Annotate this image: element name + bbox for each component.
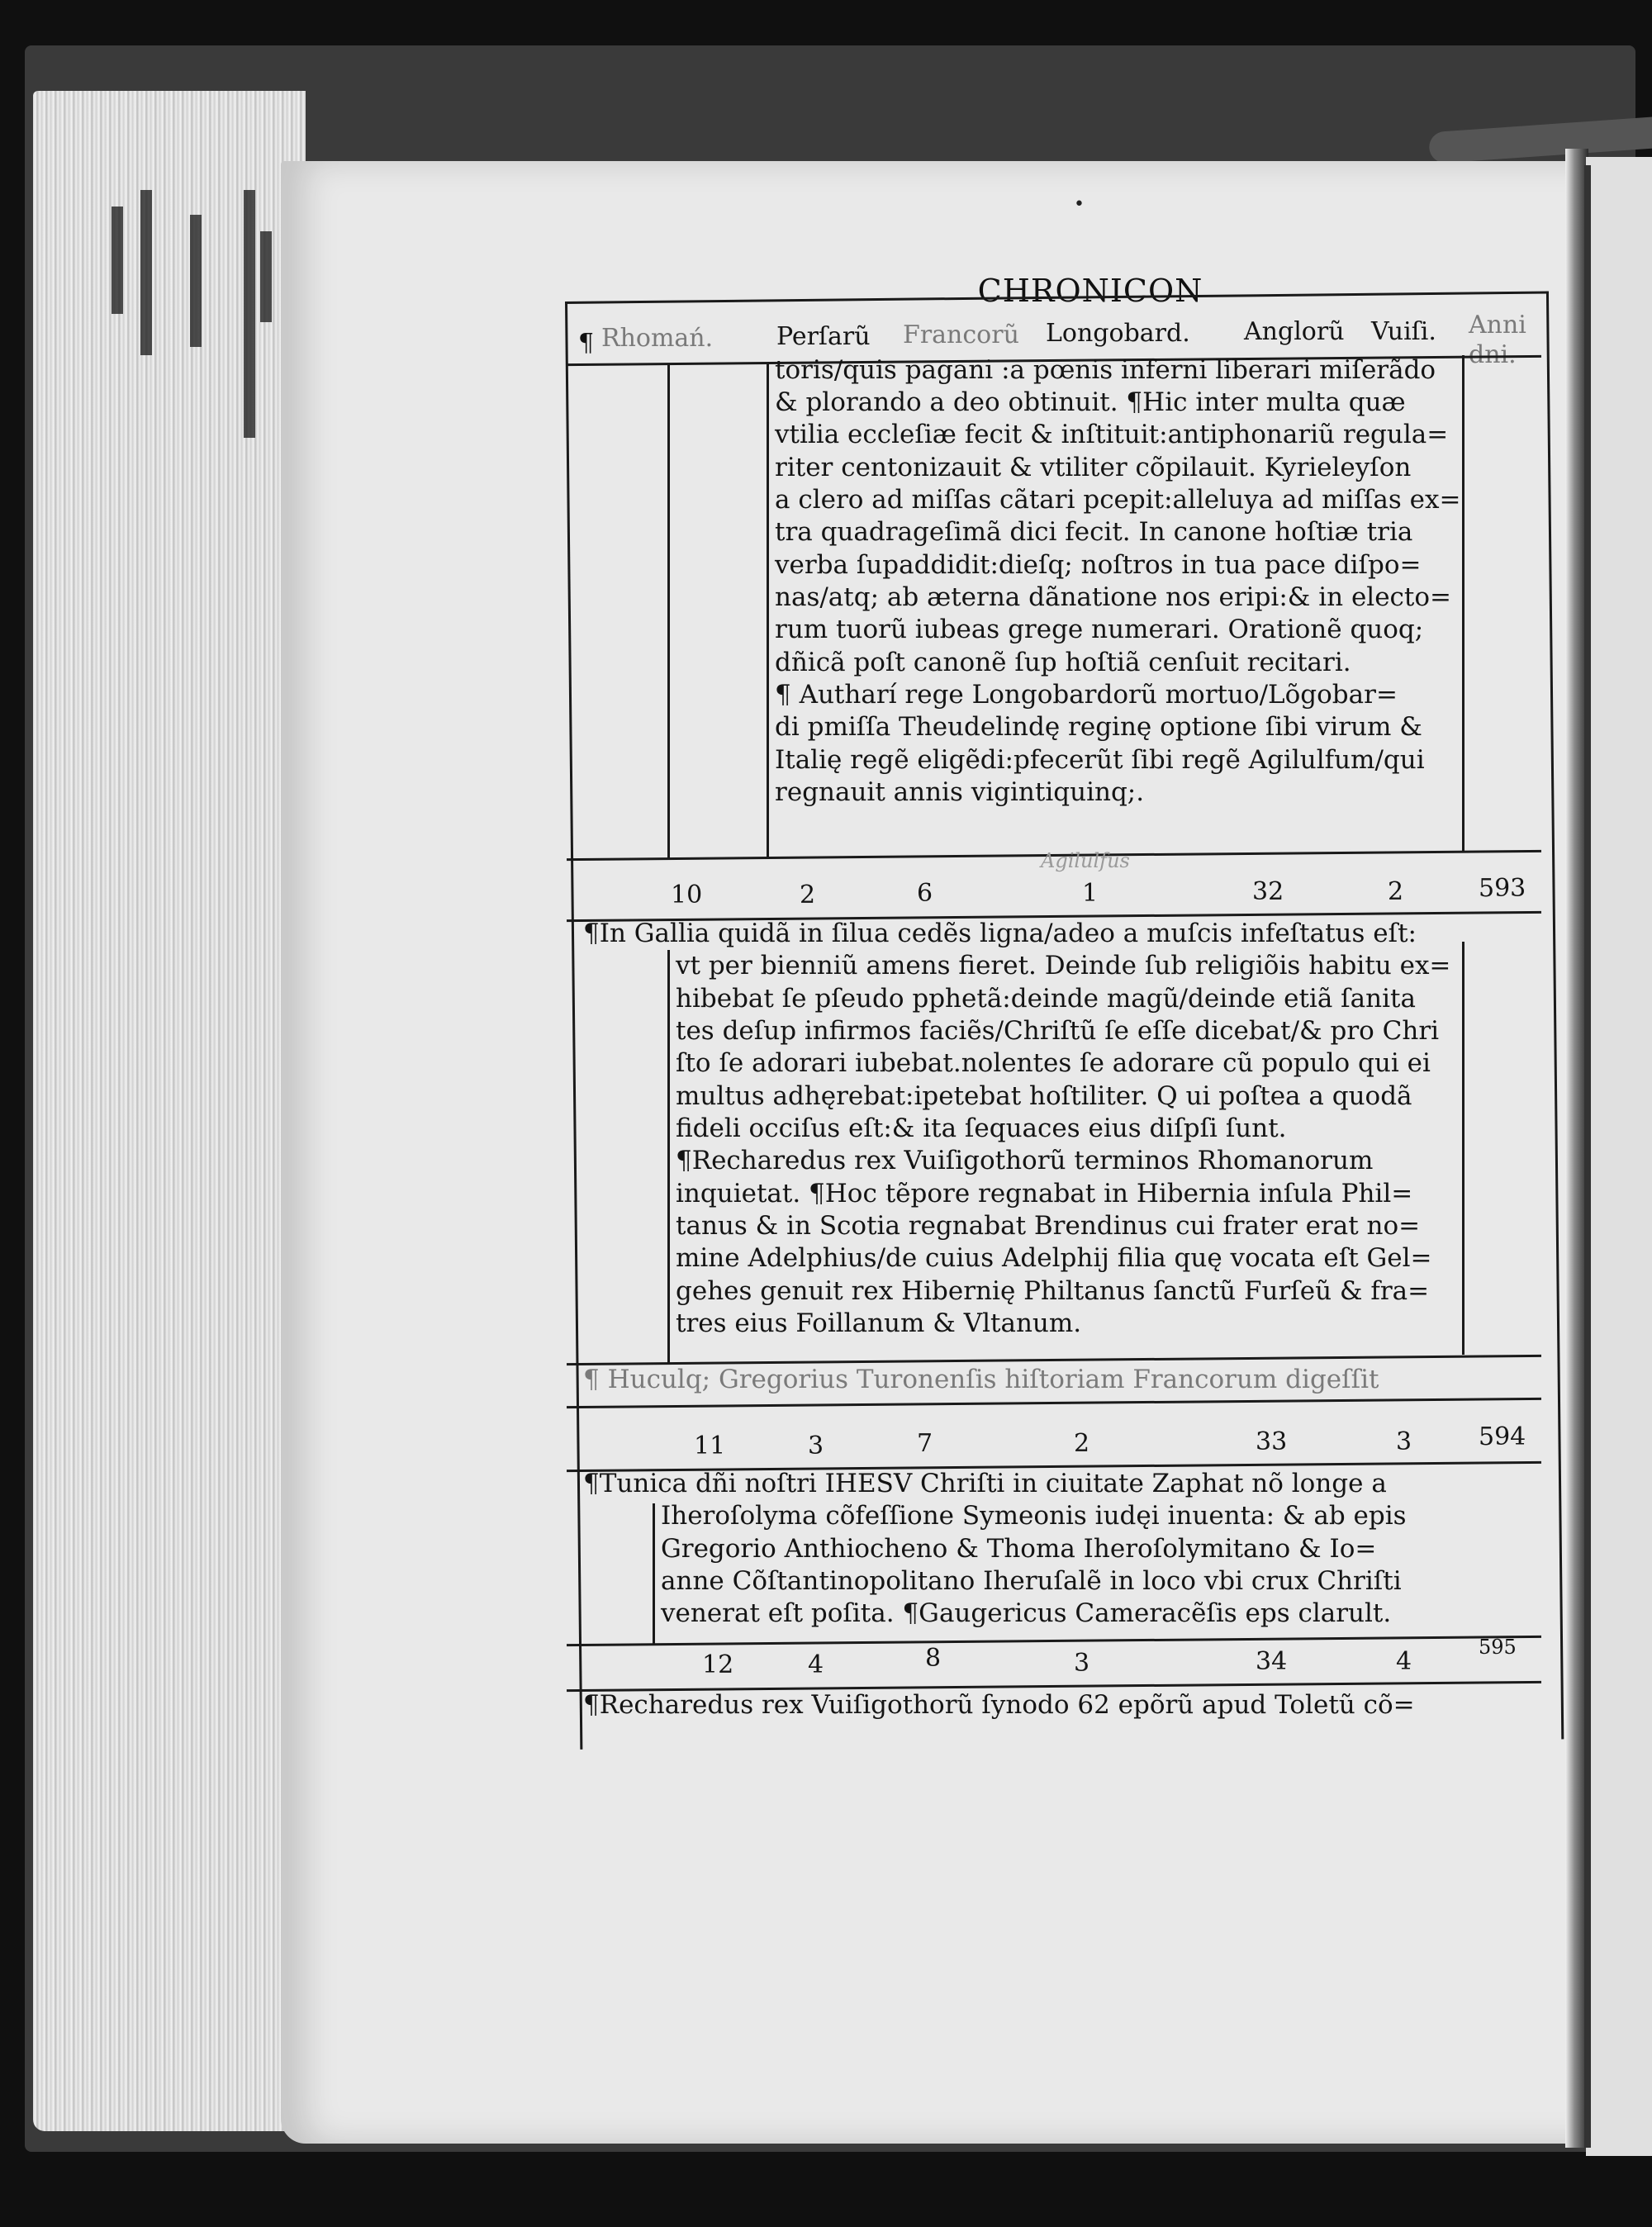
column-header-longobardorum: Longobard. bbox=[1046, 319, 1190, 348]
text-line: Italię regẽ eligẽdi:pfecerũt ſibi regẽ A… bbox=[775, 745, 1425, 775]
text-line: hibebat ſe pſeudo pphetã:deinde magũ/dei… bbox=[676, 984, 1416, 1014]
reign-anglo: 34 bbox=[1256, 1647, 1288, 1676]
edge-ink-mark bbox=[190, 215, 202, 347]
text-line: dñicã poſt canonẽ ſup hoſtiã cenſuit rec… bbox=[775, 648, 1351, 677]
text-line: ſto ſe adorari iubebat.nolentes ſe adora… bbox=[676, 1048, 1431, 1078]
reign-visigoth: 2 bbox=[1388, 877, 1404, 906]
column-header-francorum: Francorũ bbox=[903, 321, 1019, 349]
reign-anglo: 33 bbox=[1256, 1427, 1288, 1456]
text-line: ¶ Autharí rege Longobardorũ mortuo/Lõgob… bbox=[775, 680, 1398, 710]
text-line: mine Adelphius/de cuius Adelphij filia q… bbox=[676, 1243, 1432, 1273]
reign-visigoth: 4 bbox=[1396, 1647, 1412, 1676]
text-line: gehes genuit rex Hibernię Philtanus ſanc… bbox=[676, 1276, 1430, 1306]
gregorius-note: ¶ Huculq; Gregorius Turonenſis hiſtoriam… bbox=[583, 1365, 1379, 1394]
column-header-persarum: Perſarũ bbox=[776, 322, 871, 351]
reign-roman: 10 bbox=[671, 881, 703, 909]
text-line: ¶Recharedus rex Vuiſigothorũ terminos Rh… bbox=[676, 1146, 1374, 1175]
anno-domini: 593 bbox=[1479, 874, 1526, 903]
reign-persian: 3 bbox=[808, 1432, 824, 1460]
page-edges bbox=[33, 91, 306, 2131]
column-header-anni-domini: Anni dni. bbox=[1469, 311, 1526, 369]
reign-roman: 12 bbox=[702, 1650, 734, 1679]
reign-frankish: 7 bbox=[917, 1429, 933, 1458]
agilulfus-note: Agilulfus bbox=[1041, 849, 1130, 872]
text-line: ¶Tunica dñi noſtri IHESV Chriſti in ciui… bbox=[583, 1469, 1387, 1498]
verso-page bbox=[281, 161, 1586, 2144]
text-line: ¶In Gallia quidã in ſilua cedẽs ligna/ad… bbox=[583, 919, 1417, 948]
reign-persian: 4 bbox=[808, 1650, 824, 1679]
anno-domini: 595 bbox=[1479, 1636, 1517, 1659]
text-line: inquietat. ¶Hoc tẽpore regnabat in Hiber… bbox=[676, 1179, 1413, 1208]
text-line: anne Cõſtantinopolitano Iheruſalẽ in loc… bbox=[661, 1566, 1402, 1596]
column-rule bbox=[1462, 355, 1464, 851]
text-line: tra quadrageſimã dici fecit. In canone h… bbox=[775, 517, 1413, 547]
text-line: venerat eſt poſita. ¶Gaugericus Cameracẽ… bbox=[661, 1598, 1392, 1628]
edge-ink-mark bbox=[112, 207, 123, 314]
reign-lombard: 2 bbox=[1074, 1429, 1090, 1458]
edge-ink-mark bbox=[260, 231, 272, 322]
column-rule bbox=[767, 363, 769, 859]
column-header-anglorum: Anglorũ bbox=[1244, 317, 1345, 346]
column-rule bbox=[667, 950, 670, 1363]
text-line: ¶Recharedus rex Vuiſigothorũ ſynodo 62 e… bbox=[583, 1690, 1415, 1720]
text-line: regnauit annis vigintiquinq;. bbox=[775, 777, 1145, 807]
text-line: & plorando a deo obtinuit. ¶Hic inter mu… bbox=[775, 387, 1406, 417]
text-line: nas/atq; ab æterna dãnatione nos eripi:&… bbox=[775, 582, 1452, 612]
text-line: riter centonizauit & vtiliter cõpilauit.… bbox=[775, 453, 1412, 482]
reign-persian: 2 bbox=[800, 881, 816, 909]
reign-roman: 11 bbox=[694, 1432, 726, 1460]
text-line: Iheroſolyma cõfeſſione Symeonis iudęi in… bbox=[661, 1501, 1407, 1531]
text-line: tes deſup infirmos faciẽs/Chriſtũ ſe eſſ… bbox=[676, 1016, 1440, 1046]
column-rule bbox=[653, 1503, 655, 1644]
recto-border bbox=[1584, 165, 1591, 2148]
recto-page-edge bbox=[1586, 157, 1652, 2156]
reign-lombard: 1 bbox=[1082, 879, 1099, 908]
reign-frankish: 8 bbox=[925, 1644, 942, 1673]
edge-ink-mark bbox=[244, 190, 255, 438]
text-line: verba ſupaddidit:dieſq; noſtros in tua p… bbox=[775, 550, 1422, 580]
edge-ink-mark bbox=[140, 190, 152, 355]
text-line: a clero ad miſſas cãtari pcepit:alleluya… bbox=[775, 485, 1461, 515]
column-header-vuisigothorum: Vuiſi. bbox=[1371, 317, 1436, 346]
column-rule bbox=[667, 363, 670, 859]
anno-domini: 594 bbox=[1479, 1422, 1526, 1451]
text-line: vt per bienniũ amens fieret. Deinde ſub … bbox=[676, 951, 1451, 981]
text-line: rum tuorũ iubeas grege numerari. Oration… bbox=[775, 615, 1424, 644]
pilcrow-mark: ¶ bbox=[578, 329, 595, 358]
text-line: Gregorio Anthiocheno & Thoma Iheroſolymi… bbox=[661, 1534, 1377, 1564]
running-head: CHRONICON bbox=[977, 273, 1203, 309]
text-line: di pmiſſa Theudelindę reginę optione ſib… bbox=[775, 712, 1422, 742]
reign-frankish: 6 bbox=[917, 879, 933, 908]
text-line: tres eius Foillanum & Vltanum. bbox=[676, 1308, 1082, 1338]
text-line: multus adhęrebat:ipetebat hoſtiliter. Q … bbox=[676, 1081, 1412, 1111]
folio-dot: • bbox=[1074, 194, 1085, 215]
text-line: tanus & in Scotia regnabat Brendinus cui… bbox=[676, 1211, 1421, 1241]
column-header-rhomanorum: Rhomań. bbox=[601, 324, 714, 353]
text-line: vtilia eccleſiæ fecit & inſtituit:antiph… bbox=[775, 420, 1449, 449]
text-line: toris/quis pagani :a pœnis inferni liber… bbox=[775, 355, 1436, 385]
reign-lombard: 3 bbox=[1074, 1649, 1090, 1678]
reign-visigoth: 3 bbox=[1396, 1427, 1412, 1456]
reign-anglo: 32 bbox=[1252, 877, 1284, 906]
text-line: fideli occiſus eſt:& ita ſequaces eius d… bbox=[676, 1114, 1287, 1143]
column-rule bbox=[1462, 942, 1464, 1355]
